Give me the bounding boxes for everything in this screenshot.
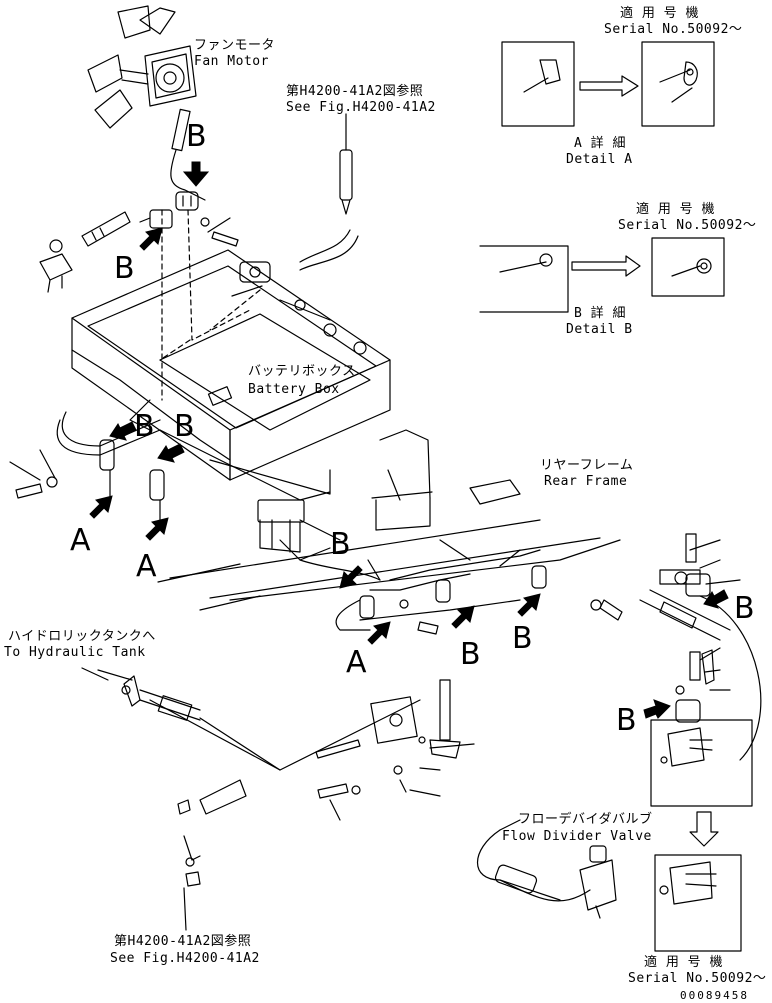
fan-motor — [87, 5, 197, 152]
fan-motor-label-en: Fan Motor — [194, 54, 269, 69]
flow-divider-jp: フローデバイダバルブ — [518, 812, 653, 827]
callout-b-center: B — [330, 527, 351, 562]
rear-frame-jp: リヤーフレーム — [540, 458, 634, 473]
serial-2-en: Serial No.50092～ — [618, 218, 757, 233]
flow-divider-en: Flow Divider Valve — [502, 829, 652, 844]
callout-b-lower-2: B — [512, 621, 533, 656]
arrow-downleft-b — [339, 565, 363, 589]
arrow-upright-5 — [451, 605, 475, 629]
elbow-fitting — [175, 191, 199, 211]
battery-box — [159, 313, 371, 431]
serial-2-jp: 適 用 号 機 — [636, 202, 715, 217]
fan-motor-label-jp: ファンモータ — [194, 38, 276, 53]
see-fig-top-en: See Fig.H4200-41A2 — [286, 100, 436, 115]
detail-flow-divider-box — [650, 719, 753, 952]
arrow-upright-4 — [367, 621, 391, 645]
tank-hose — [97, 669, 461, 887]
check-valve-block — [39, 239, 73, 293]
detail-b-jp: B 詳 細 — [574, 306, 626, 321]
main-frame — [71, 249, 433, 553]
see-fig-bottom-en: See Fig.H4200-41A2 — [110, 951, 260, 966]
hose-fitting — [81, 211, 131, 247]
callout-b-right-2: B — [616, 703, 637, 738]
battery-box-en: Battery Box — [248, 382, 340, 397]
hydraulic-tank-jp: ハイドロリックタンクへ — [8, 629, 156, 644]
arrow-left-b — [703, 589, 729, 609]
detail-b-box — [479, 237, 725, 313]
leader-lines — [81, 217, 741, 931]
arrow-upright-6 — [517, 593, 541, 617]
flow-divider-hose — [476, 819, 617, 919]
detail-a-en: Detail A — [566, 152, 633, 167]
arrow-right-b — [643, 699, 671, 719]
arrow-left-2 — [157, 443, 185, 463]
see-fig-top-jp: 第H4200-41A2図参照 — [286, 84, 424, 99]
detail-b-en: Detail B — [566, 322, 633, 337]
right-side-assembly — [639, 533, 762, 761]
serial-3-en: Serial No.50092～ — [628, 971, 767, 986]
upper-hose — [299, 113, 359, 271]
callout-a-left-2: A — [136, 549, 157, 584]
hidden-routing — [159, 209, 261, 401]
callout-b-left-mid-1: B — [134, 409, 155, 444]
serial-1-jp: 適 用 号 機 — [620, 6, 699, 21]
callout-b-left-mid-2: B — [174, 409, 195, 444]
callout-b-left-upper: B — [114, 251, 135, 286]
callout-a-left-1: A — [70, 523, 91, 558]
rear-frame-pipes — [169, 479, 623, 635]
direction-arrows — [89, 161, 729, 719]
rear-frame-en: Rear Frame — [544, 474, 628, 489]
callout-b-right-1: B — [734, 591, 755, 626]
callout-a-center: A — [346, 645, 367, 680]
arrow-upright-1 — [139, 227, 163, 251]
fan-hose — [170, 149, 206, 201]
see-fig-bottom-jp: 第H4200-41A2図参照 — [114, 934, 252, 949]
detail-a-box — [501, 41, 715, 127]
arrow-down-fan — [182, 161, 210, 187]
arrow-upright-2 — [89, 495, 113, 519]
serial-1-en: Serial No.50092～ — [604, 22, 743, 37]
serial-3-jp: 適 用 号 機 — [644, 955, 723, 970]
detail-a-jp: A 詳 細 — [574, 136, 626, 151]
arrow-left-1 — [109, 421, 137, 441]
callout-b-lower-1: B — [460, 637, 481, 672]
callout-b-fan: B — [186, 119, 207, 154]
battery-box-jp: バッテリボックス — [248, 364, 356, 379]
hydraulic-tank-en: To Hydraulic Tank — [4, 645, 146, 660]
arrow-upright-3 — [145, 517, 169, 541]
document-number: 00089458 — [680, 989, 749, 1002]
